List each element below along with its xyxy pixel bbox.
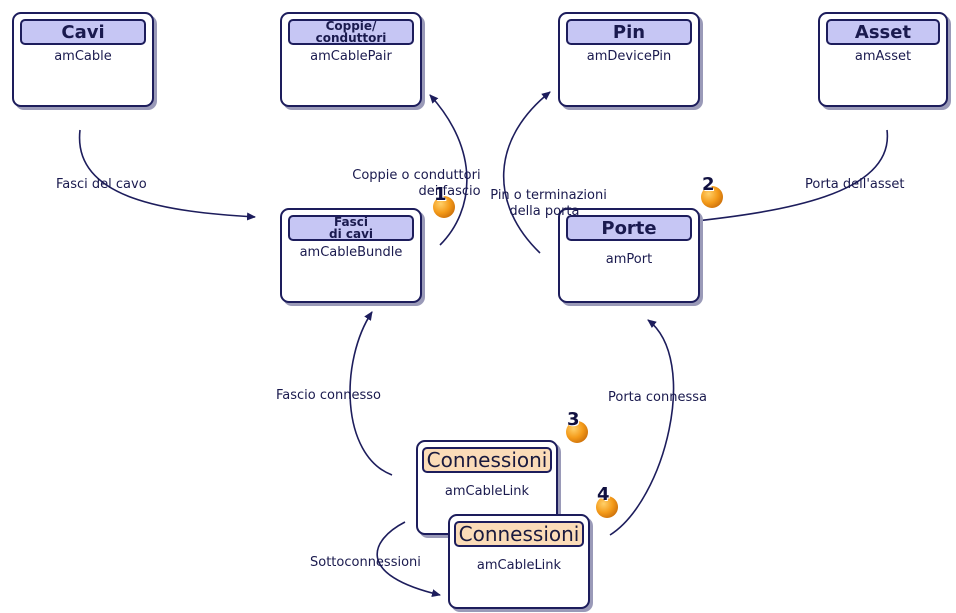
table-node-coppie[interactable]: Coppie/conduttori amCablePair: [280, 12, 422, 107]
node-table-name: amCableLink: [444, 484, 530, 499]
table-node-cavi[interactable]: Cavi amCable: [12, 12, 154, 107]
arrow-conn-fasci: [349, 311, 393, 476]
edge-label-porta-connessa: Porta connessa: [608, 390, 707, 405]
node-header: Porte: [566, 215, 692, 241]
arrow-conn-porte: [609, 319, 675, 536]
node-table-name: amCableLink: [476, 558, 562, 573]
arrow-sottoconnessioni: [376, 521, 441, 598]
node-table-name: amCable: [54, 49, 112, 64]
node-table-name: amDevicePin: [586, 49, 672, 64]
node-table-name: amAsset: [854, 49, 912, 64]
table-node-pin[interactable]: Pin amDevicePin: [558, 12, 700, 107]
arrow-asset-porte: [686, 129, 888, 226]
table-node-porte[interactable]: Porte amPort: [558, 208, 700, 303]
table-node-asset[interactable]: Asset amAsset: [818, 12, 948, 107]
arrow-porte-pin: [502, 91, 551, 254]
arrow-cavi-fasci: [78, 129, 256, 221]
node-table-name: amCableBundle: [299, 245, 403, 260]
node-header: Asset: [826, 19, 940, 45]
node-table-name: amCablePair: [310, 49, 392, 64]
callout-badge-2: 2: [701, 174, 723, 208]
edge-label-sottoconnessioni: Sottoconnessioni: [310, 555, 421, 570]
node-table-name: amPort: [605, 252, 653, 267]
node-header: Connessioni: [422, 447, 552, 473]
callout-badge-1: 1: [433, 184, 455, 218]
node-header: Coppie/conduttori: [288, 19, 414, 45]
edge-label-porta-asset: Porta dell'asset: [805, 177, 905, 192]
node-header: Cavi: [20, 19, 146, 45]
edge-label-fasci-del-cavo: Fasci del cavo: [56, 177, 147, 192]
node-header: Pin: [566, 19, 692, 45]
node-header: Connessioni: [454, 521, 584, 547]
arrow-fasci-coppie: [429, 94, 468, 246]
callout-badge-4: 4: [596, 484, 618, 518]
table-node-connessioni-2[interactable]: Connessioni amCableLink: [448, 514, 590, 609]
callout-badge-3: 3: [566, 409, 588, 443]
edge-label-fascio-connesso: Fascio connesso: [276, 388, 381, 403]
